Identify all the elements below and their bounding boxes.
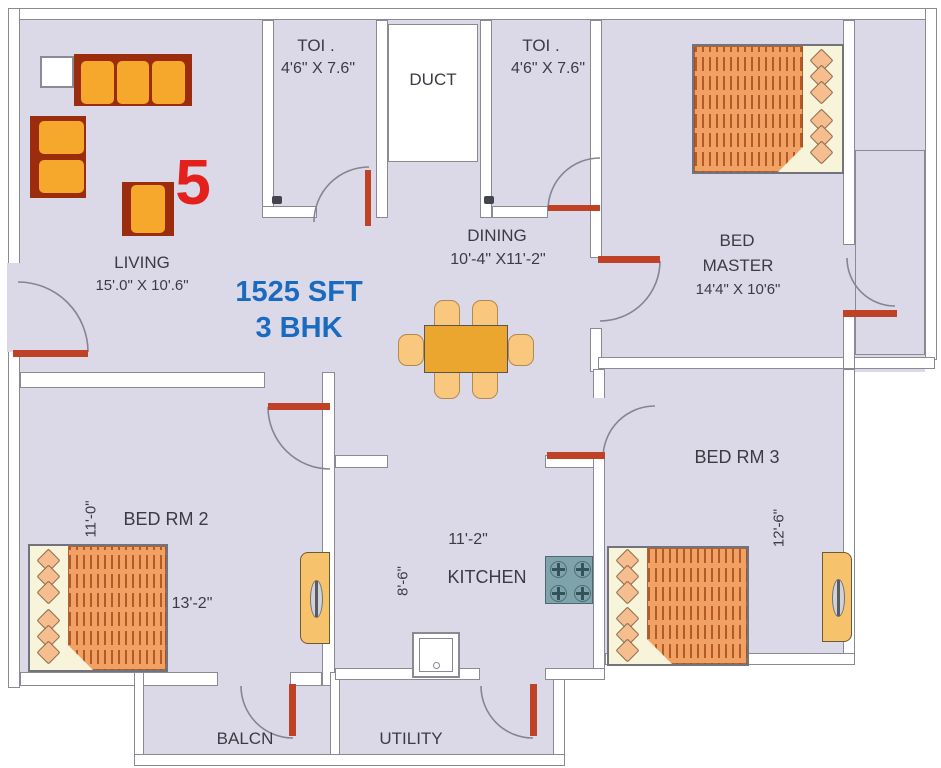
door-panel-toilet2	[548, 205, 600, 211]
side-table-icon	[40, 56, 74, 88]
sofa-two-seat-icon	[30, 116, 86, 198]
sofa-cushion	[81, 61, 114, 104]
armchair-cushion	[131, 185, 165, 233]
wall	[134, 672, 144, 764]
armchair-icon	[122, 182, 174, 236]
wall	[590, 20, 602, 258]
bedroom3-dim-width: 12'-6"	[770, 508, 788, 548]
duct-label: DUCT	[409, 70, 457, 89]
wall	[843, 312, 855, 369]
door-panel-master-balcony	[843, 310, 897, 317]
wall	[843, 20, 855, 245]
bedroom2-label: BED RM 2	[123, 509, 209, 529]
wall	[134, 754, 565, 766]
utility-label: UTILITY	[379, 729, 443, 748]
wall	[492, 206, 548, 218]
living-label: LIVING	[114, 253, 170, 272]
bedroom2-dim-length: 13'-2"	[171, 595, 213, 612]
master-balcony-outline	[855, 150, 925, 355]
wall	[598, 357, 935, 369]
double-bed-icon	[28, 544, 168, 672]
wall	[20, 672, 218, 686]
toilet1-dims: 4'6" X 7.6"	[280, 60, 356, 77]
door-panel-bedroom3	[547, 452, 605, 459]
stove-burner	[574, 585, 591, 602]
unit-number: 5	[175, 146, 211, 218]
unit-area: 1525 SFT	[235, 276, 363, 308]
bed-blanket	[647, 548, 747, 664]
kitchen-sink-icon	[412, 632, 460, 678]
wardrobe-icon	[300, 552, 330, 644]
duct-box	[388, 24, 478, 162]
wall	[290, 672, 322, 686]
bed-blanket	[68, 546, 166, 670]
bed-blanket	[694, 46, 803, 172]
double-bed-icon	[607, 546, 749, 666]
kitchen-label: KITCHEN	[447, 567, 527, 587]
bedroom2-dim-width: 11'-0"	[82, 500, 100, 538]
kitchen-dim-width: 11'-2"	[448, 531, 488, 548]
wall	[480, 20, 492, 218]
stove-burner	[550, 561, 567, 578]
master-bedroom-dims: 14'4" X 10'6"	[695, 281, 781, 298]
wall	[8, 8, 937, 20]
kitchen-dim-depth: 8'-6"	[394, 566, 412, 596]
door-panel-utility	[530, 684, 537, 736]
wardrobe-handle	[832, 579, 845, 617]
room-kitchen-hall	[335, 372, 593, 680]
wall	[925, 8, 937, 360]
room-utility	[340, 675, 553, 757]
washbasin-tap	[272, 196, 282, 204]
door-panel-balcony	[289, 684, 296, 736]
dining-chair-icon	[508, 334, 534, 366]
door-opening	[7, 263, 21, 352]
sofa-cushion	[39, 121, 84, 154]
door-panel-bedroom2	[268, 403, 330, 410]
door-panel-toilet1	[365, 170, 371, 226]
stove-icon	[545, 556, 593, 604]
wall	[262, 206, 317, 218]
dining-label: DINING	[467, 226, 527, 245]
sink-drain	[433, 662, 440, 669]
wall	[330, 672, 340, 764]
double-bed-icon	[692, 44, 844, 174]
bedroom3-label: BED RM 3	[694, 447, 780, 467]
sofa-cushion	[152, 61, 186, 104]
toilet2-label: TOI .	[522, 36, 560, 55]
dining-chair-icon	[398, 334, 424, 366]
master-bedroom-label-1: BED	[719, 231, 755, 250]
stove-burner	[574, 561, 591, 578]
wall	[553, 668, 565, 764]
living-dims: 15'.0" X 10'.6"	[95, 277, 189, 294]
dining-table-icon	[424, 325, 508, 373]
room-balcony	[137, 675, 330, 757]
door-panel-master	[598, 256, 660, 263]
unit-type: 3 BHK	[255, 312, 343, 344]
stove-burner	[550, 585, 567, 602]
dining-dims: 10'-4" X11'-2"	[450, 251, 546, 268]
sofa-cushion	[116, 61, 150, 104]
master-bedroom-label-2: MASTER	[702, 256, 774, 275]
sink-basin	[419, 638, 453, 672]
wall	[376, 20, 388, 218]
wall	[20, 372, 265, 388]
wall	[335, 455, 388, 468]
toilet2-dims: 4'6" X 7.6"	[510, 60, 586, 77]
toilet1-label: TOI .	[297, 36, 335, 55]
washbasin-tap	[484, 196, 494, 204]
sofa-cushion	[39, 160, 84, 193]
door-opening	[592, 398, 606, 455]
wall	[262, 20, 274, 218]
wardrobe-handle	[310, 580, 323, 618]
balcony-label: BALCN	[216, 729, 274, 748]
wall	[545, 668, 605, 680]
wardrobe-icon	[822, 552, 852, 642]
sofa-three-seat-icon	[74, 54, 192, 106]
door-panel-entrance	[13, 350, 88, 357]
